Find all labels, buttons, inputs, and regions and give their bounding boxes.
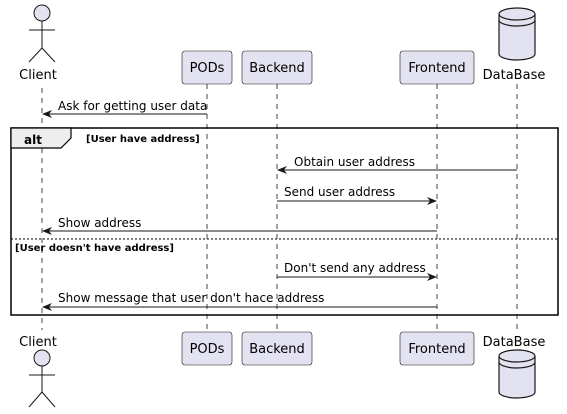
database-icon-bottom (498, 349, 536, 399)
message-label: Don't send any address (284, 261, 426, 275)
actor-head-icon (33, 349, 51, 367)
participant-box-pods-bottom (181, 331, 233, 366)
message-obtain-user-address: Obtain user address (277, 155, 517, 174)
participant-label-frontend-top: Frontend (408, 61, 465, 76)
database-icon-top (498, 7, 536, 61)
alt-frame (10, 127, 559, 316)
participant-label-pods-top: PODs (190, 61, 225, 76)
actor-head-icon (33, 4, 51, 22)
participant-label-client-bottom: Client (19, 335, 57, 350)
message-label: Show address (58, 216, 141, 230)
alt-keyword: alt (24, 133, 42, 147)
participant-box-backend-bottom (241, 331, 313, 366)
participant-label-backend-top: Backend (249, 61, 305, 76)
alt-guard-no-address: [User doesn't have address] (15, 243, 174, 254)
message-label: Obtain user address (294, 155, 415, 169)
participant-client-top (28, 4, 56, 63)
participant-client-bottom (28, 349, 56, 408)
alt-frame-tab (10, 127, 72, 149)
participant-box-backend-top (241, 50, 313, 85)
message-label: Ask for getting user data (58, 99, 207, 113)
message-show-no-address: Show message that user don't hace addres… (42, 291, 437, 311)
participant-label-client-top: Client (19, 68, 57, 83)
participant-box-frontend-bottom (399, 331, 475, 366)
participant-label-frontend-bottom: Frontend (408, 342, 465, 357)
participant-label-database-bottom: DataBase (483, 335, 546, 350)
message-dont-send-address: Don't send any address (277, 261, 437, 281)
alt-guard-have-address: [User have address] (86, 134, 200, 145)
participant-label-database-top: DataBase (483, 68, 546, 83)
message-label: Send user address (284, 185, 395, 199)
participant-box-pods-top (181, 50, 233, 85)
participant-label-backend-bottom: Backend (249, 342, 305, 357)
message-label: Show message that user don't hace addres… (58, 291, 324, 305)
message-show-address: Show address (42, 216, 437, 235)
participant-box-frontend-top (399, 50, 475, 85)
message-ask-user-data: Ask for getting user data (42, 99, 207, 118)
message-send-user-address: Send user address (277, 185, 437, 205)
participant-label-pods-bottom: PODs (190, 342, 225, 357)
